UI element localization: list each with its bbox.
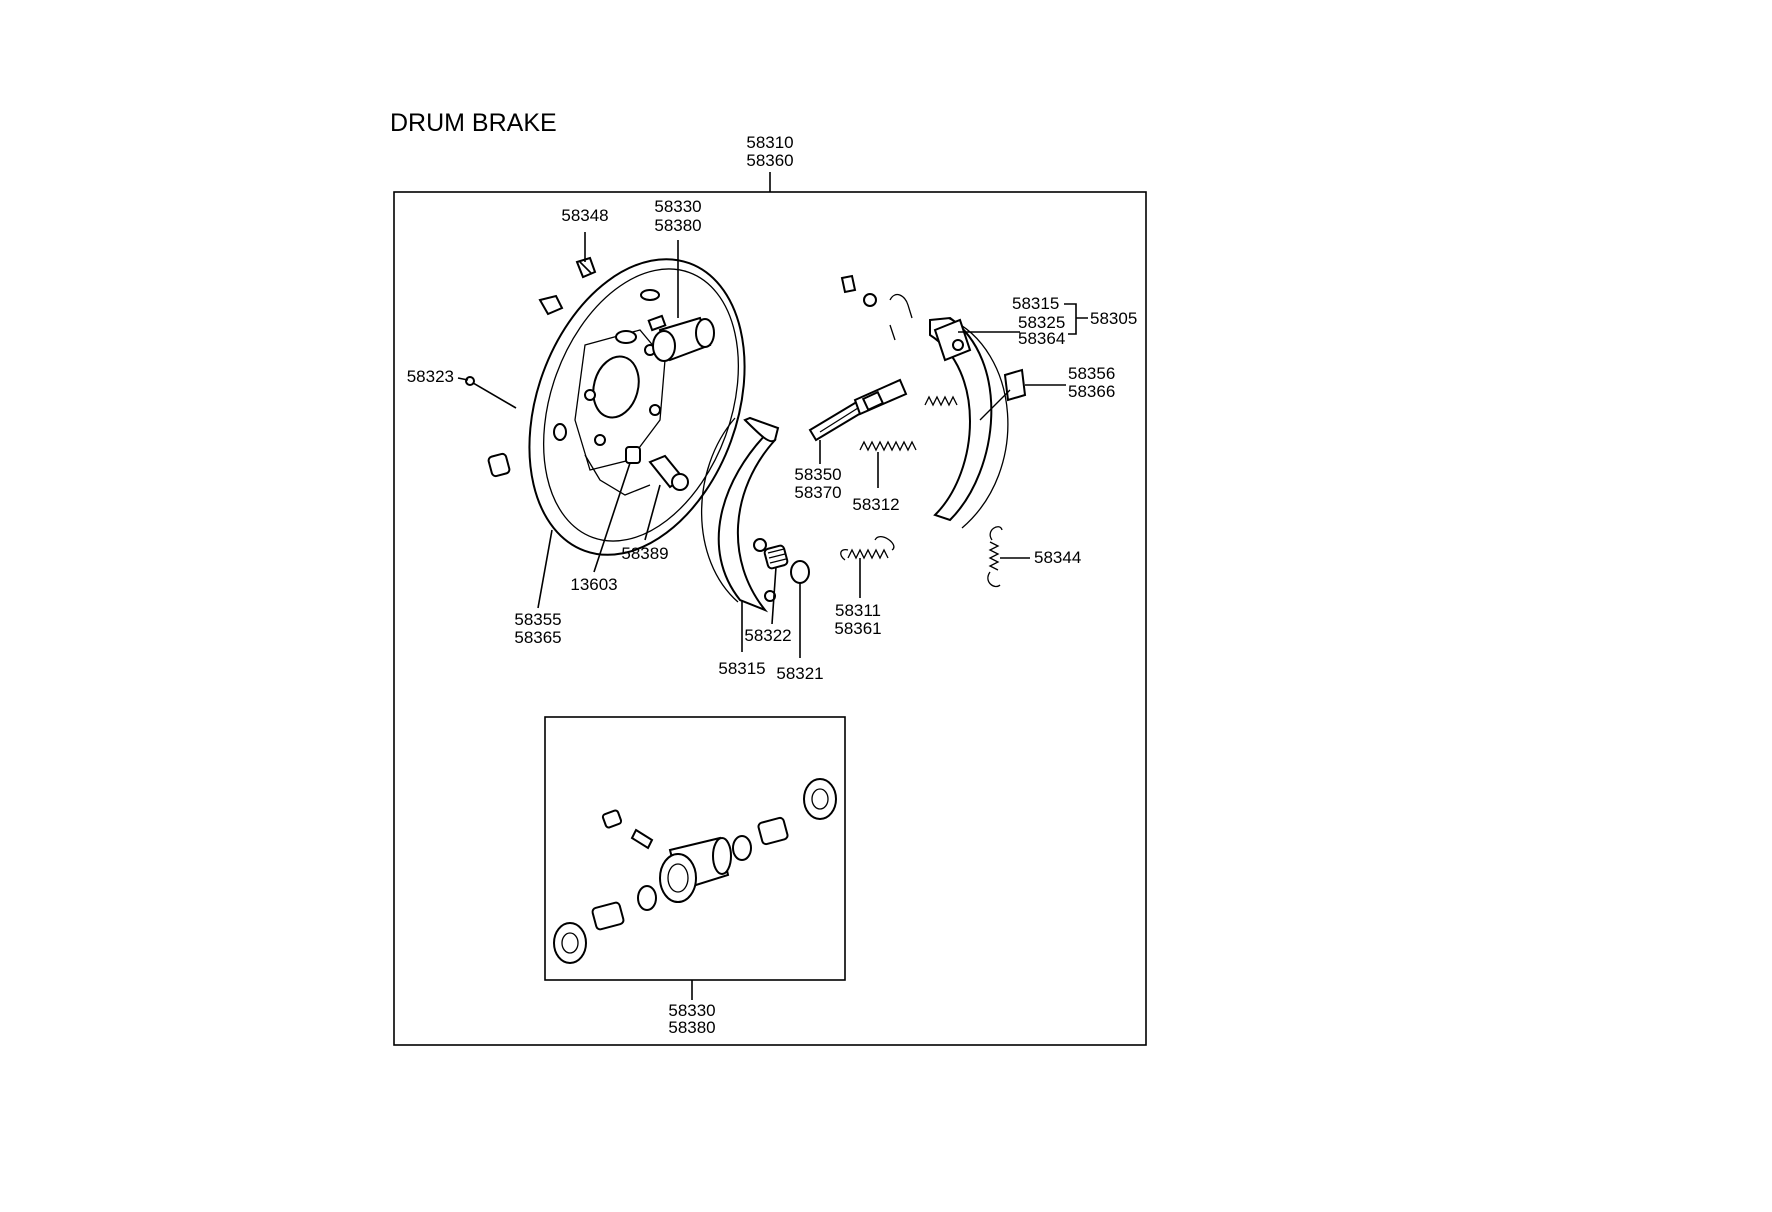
- label-58310: 58310: [746, 133, 793, 152]
- lower-spring-58311: [840, 536, 895, 561]
- brake-shoe-left: [701, 416, 780, 613]
- inset-wheel-cylinder: [553, 778, 837, 964]
- bleeder-58389: [648, 454, 689, 491]
- label-58389: 58389: [621, 544, 668, 563]
- retainer-spring-58322: [763, 544, 789, 570]
- label-58361: 58361: [834, 619, 881, 638]
- label-58321: 58321: [776, 664, 823, 683]
- label-58355: 58355: [514, 610, 561, 629]
- label-58350: 58350: [794, 465, 841, 484]
- cap-part: [487, 452, 511, 478]
- label-58360: 58360: [746, 151, 793, 170]
- nut-13603: [625, 446, 641, 464]
- brake-shoe-right: [929, 316, 1009, 529]
- diagram-title: DRUM BRAKE: [390, 109, 557, 137]
- label-58365: 58365: [514, 628, 561, 647]
- label-58311: 58311: [835, 601, 881, 620]
- label-58315-lower: 58315: [718, 659, 765, 678]
- label-58344: 58344: [1034, 548, 1081, 567]
- label-58348: 58348: [561, 206, 608, 225]
- inset-frame: [544, 716, 846, 981]
- label-58330-inset: 58330: [668, 1001, 715, 1020]
- clip-parts-top: [840, 274, 913, 341]
- spring-58344: [987, 526, 1003, 588]
- clip-part: [538, 294, 564, 316]
- adjuster-58350: [808, 378, 908, 442]
- leader-58389: [644, 484, 661, 541]
- bracket-58305: [1064, 303, 1088, 335]
- backing-plate: [528, 258, 746, 556]
- label-13603: 13603: [570, 575, 617, 594]
- cup-58321: [790, 560, 810, 584]
- label-58312: 58312: [852, 495, 899, 514]
- label-58356: 58356: [1068, 364, 1115, 383]
- adjuster-spring-58312: [859, 395, 958, 452]
- label-58322: 58322: [744, 626, 791, 645]
- label-58315-upper: 58315: [1012, 294, 1059, 313]
- lever-58356: [979, 368, 1027, 421]
- label-58370: 58370: [794, 483, 841, 502]
- wheel-cylinder: [647, 314, 715, 362]
- label-58380-top: 58380: [654, 216, 701, 235]
- label-58380-inset: 58380: [668, 1018, 715, 1037]
- pin-58323: [465, 376, 517, 409]
- bolt-58348: [575, 256, 597, 279]
- label-58366: 58366: [1068, 382, 1115, 401]
- label-58325: 58325: [1018, 313, 1065, 332]
- leader-58323: [457, 377, 469, 381]
- leader-58322: [771, 566, 777, 625]
- label-58364: 58364: [1018, 329, 1065, 348]
- leader-13603: [593, 462, 631, 573]
- label-58305: 58305: [1090, 309, 1137, 328]
- leader-58355: [537, 529, 553, 609]
- label-58330-top: 58330: [654, 197, 701, 216]
- label-58323: 58323: [407, 367, 454, 386]
